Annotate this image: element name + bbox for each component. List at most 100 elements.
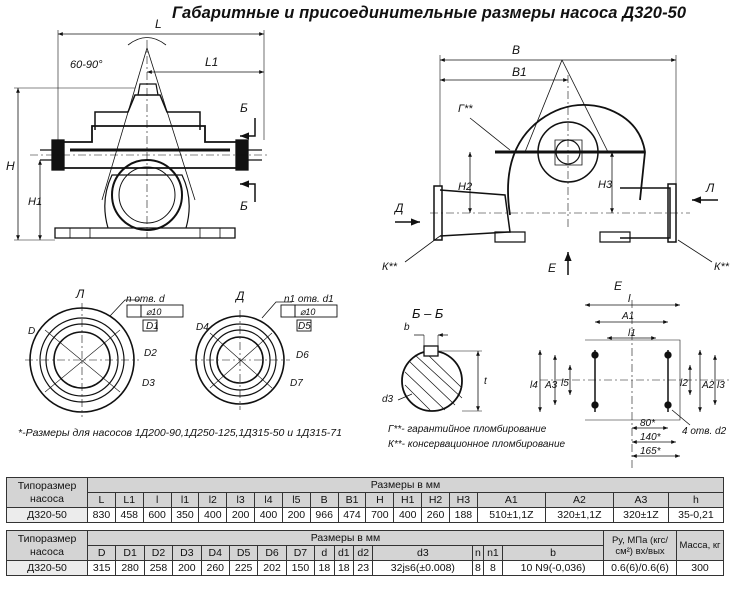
section-BB-labels: Б – Б b d3 t [382, 306, 488, 405]
flange-view-L-labels: Л n отв. d ⌀10 D1 D D2 D3 [28, 287, 165, 389]
t1-column-header-cell: l4 [254, 492, 283, 508]
t2-data-cell: 300 [676, 560, 724, 576]
dim-l4-label: l4 [530, 380, 538, 391]
view-E-labels: Е l A1 l1 l4 A3 l5 l2 A2 l3 80* 140* 165… [530, 279, 727, 457]
dim-D-label: D [28, 326, 35, 337]
t2-data-cell: 10 N9(-0,036) [502, 560, 604, 576]
dim-H2-label: H2 [458, 181, 472, 193]
t1-data-cell: 830 [87, 507, 116, 523]
t1-data-cell: 260 [421, 507, 450, 523]
t1-data-cell: 188 [448, 507, 478, 523]
t2-data-cell: 32js6(±0.008) [372, 560, 474, 576]
t1-data-cell: 400 [393, 507, 423, 523]
t1-column-header-cell: l1 [170, 492, 200, 508]
section-BB [397, 335, 482, 412]
t2-column-header-cell: D5 [228, 545, 259, 561]
seal-G-label: Г** [458, 103, 473, 115]
view-arrow-E-label: Е [548, 261, 557, 275]
dim-H3-label: H3 [598, 179, 613, 191]
t1-column-header-cell: H3 [448, 492, 478, 508]
dim-l-label: l [628, 293, 631, 305]
front-view [395, 55, 718, 275]
dim-A2-label: A2 [701, 380, 715, 391]
t2-column-header-cell: D4 [200, 545, 230, 561]
note-guarantee-seal: Г**- гарантийное пломбирование [388, 424, 547, 435]
dim-H1-label: H1 [28, 196, 42, 208]
side-view [14, 30, 270, 241]
view-arrow-D-label: Д [393, 201, 404, 215]
dim-D7-label: D7 [290, 378, 303, 389]
t2-column-header-cell: d3 [372, 545, 474, 561]
note-conservation-seal: К**- консервационное пломбирование [388, 439, 566, 450]
t1-data-cell: 700 [365, 507, 395, 523]
t2-group-header: Размеры в мм [87, 530, 604, 546]
t2-data-cell: 18 [314, 560, 335, 576]
angle-label: 60-90° [70, 59, 103, 71]
dim-D6-label: D6 [296, 350, 309, 361]
dim-D2-label: D2 [144, 348, 157, 359]
section-mark-bottom: Б [240, 199, 248, 213]
t2-mass-header: Масса, кг [676, 530, 724, 561]
t1-data-cell: 350 [170, 507, 200, 523]
t1-column-header-cell: A3 [612, 492, 669, 508]
view-E [538, 300, 730, 470]
t1-group-header: Размеры в мм [87, 477, 724, 493]
dimensions-table-2: Типоразмер насоса Размеры в мм Ру, МПа (… [6, 530, 724, 576]
t1-data-cell: 474 [337, 507, 367, 523]
t1-data-cell: Д320-50 [6, 507, 88, 523]
front-view-labels: B B1 Г** H2 H3 Д Л К** К** Е [382, 43, 730, 275]
flange-view-L [25, 299, 184, 417]
t1-column-header-cell: l3 [226, 492, 256, 508]
page-title: Габаритные и присоединительные размеры н… [172, 4, 687, 22]
t1-data-cell: 966 [309, 507, 339, 523]
t1-data-cell: 320±1Z [612, 507, 669, 523]
t1-column-header-cell: l2 [198, 492, 228, 508]
dim-A3-label: A3 [544, 380, 558, 391]
t2-data-cell: 225 [228, 560, 259, 576]
t1-data-cell: 510±1,1Z [476, 507, 546, 523]
t2-data-cell: 0.6(6)/0.6(6) [603, 560, 677, 576]
t2-data-cell: 260 [200, 560, 230, 576]
dim-l1-label: l1 [628, 328, 636, 339]
dim-l3-label: l3 [717, 380, 725, 391]
dim-d3-label: d3 [382, 394, 394, 405]
t2-data-cell: 18 [333, 560, 355, 576]
holes-4-d2-label: 4 отв. d2 [682, 426, 727, 437]
dim-80-label: 80* [640, 418, 656, 429]
t1-data-cell: 320±1,1Z [544, 507, 614, 523]
technical-drawing: L L1 60-90° H H1 Б Б [6, 17, 730, 470]
flange-view-D [190, 301, 338, 410]
t2-data-cell: 200 [172, 560, 202, 576]
dim-A1-label: A1 [621, 311, 634, 322]
t2-type-header: Типоразмер насоса [6, 530, 88, 561]
t2-column-header-cell: D3 [172, 545, 202, 561]
section-mark-top: Б [240, 101, 248, 115]
seal-K-left-label: К** [382, 261, 398, 273]
dim-D1-label: D1 [146, 321, 159, 332]
dim-L-label: L [155, 17, 162, 31]
dim-B-label: B [512, 43, 520, 57]
t2-column-header-cell: n [472, 545, 484, 561]
t2-pressure-header: Ру, МПа (кгс/см²) вх/вых [603, 530, 677, 561]
t1-column-header-cell: L [87, 492, 116, 508]
t2-column-header-cell: d2 [352, 545, 374, 561]
section-BB-title: Б – Б [412, 306, 444, 321]
t2-column-header-cell: D [86, 545, 117, 561]
dim-t-label: t [484, 376, 488, 387]
seal-K-right-label: К** [714, 261, 730, 273]
t2-column-header-cell: d1 [333, 545, 355, 561]
dim-165-label: 165* [640, 446, 662, 457]
t2-column-header-cell: n1 [482, 545, 504, 561]
t2-data-cell: 202 [257, 560, 287, 576]
t2-column-header-cell: D7 [285, 545, 316, 561]
dim-l2-label: l2 [680, 378, 688, 389]
t1-column-header-cell: l5 [281, 492, 311, 508]
view-L-title: Л [75, 287, 85, 301]
holes-n-d-label: n отв. d [126, 294, 165, 305]
dim-H-label: H [6, 159, 15, 173]
view-D-title: Д [234, 289, 245, 303]
t2-data-cell: 315 [86, 560, 117, 576]
t1-column-header-cell: H1 [393, 492, 423, 508]
t1-data-cell: 458 [114, 507, 144, 523]
